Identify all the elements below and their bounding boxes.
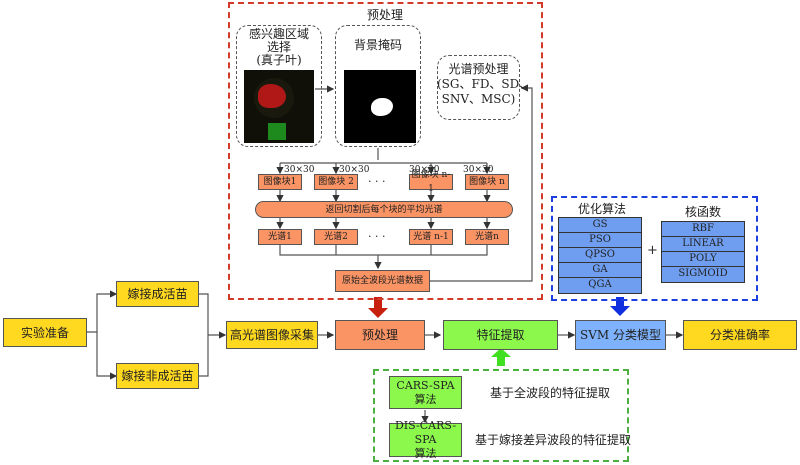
- roi-green-region: [268, 123, 286, 140]
- algorithm-cell: PSO: [559, 233, 641, 248]
- background-mask-box: [335, 25, 421, 147]
- background-mask-label: 背景掩码: [353, 38, 402, 52]
- kernel-functions-table: RBF LINEAR POLY SIGMOID: [661, 221, 745, 283]
- grafted-not-survived-box: 嫁接非成活苗: [116, 363, 199, 389]
- dis-cars-spa-line2: 算法: [414, 447, 437, 460]
- optimization-algorithms-table: GS PSO QPSO GA QGA: [558, 217, 642, 294]
- plus-sign: +: [647, 243, 658, 258]
- algorithm-cell: GA: [559, 263, 641, 278]
- algorithm-cell: GS: [559, 218, 641, 233]
- connector-spectra-bus: [279, 245, 488, 256]
- ellipsis: · · ·: [368, 175, 386, 188]
- experiment-prep-box: 实验准备: [3, 318, 87, 347]
- optimization-title: 优化算法: [577, 202, 626, 216]
- block-size-label: 30×30: [409, 165, 440, 175]
- hyperspectral-acquisition-box: 高光谱图像采集: [226, 321, 318, 349]
- roi-line1: 感兴趣区域: [248, 27, 309, 41]
- preprocessing-panel-title: 预处理: [366, 8, 403, 22]
- grafted-survived-box: 嫁接成活苗: [116, 281, 199, 307]
- image-block: 图像块 2: [314, 174, 358, 190]
- spectral-preprocessing-label: 光谱预处理 (SG、FD、SD、 SNV、MSC): [437, 62, 532, 107]
- mask-image: [344, 70, 416, 143]
- spectral-preprocessing-box: [437, 55, 520, 120]
- kernel-cell: SIGMOID: [662, 267, 744, 282]
- red-arrow-down-icon: [368, 297, 388, 318]
- svm-parameter-panel: [551, 196, 758, 301]
- spectrum-block: 光谱2: [314, 229, 358, 245]
- algorithm-cell: QPSO: [559, 248, 641, 263]
- feature-extraction-box: 特征提取: [443, 320, 558, 350]
- spectral-pre-line1: 光谱预处理: [448, 62, 509, 76]
- cars-spa-box: CARS-SPA 算法: [389, 376, 462, 409]
- blue-arrow-down-icon: [610, 297, 630, 316]
- preprocessing-panel: [228, 2, 543, 300]
- kernel-cell: RBF: [662, 222, 744, 237]
- image-block: 图像块1: [258, 174, 302, 190]
- feature-extraction-panel: [373, 369, 629, 462]
- preprocessing-box: 预处理: [335, 320, 425, 350]
- arrow-prep-to-notsurvived: [96, 332, 118, 380]
- connector-merge: [199, 293, 209, 377]
- image-block: 图像块 n: [465, 174, 509, 190]
- kernel-cell: POLY: [662, 252, 744, 267]
- spectrum-block: 光谱n: [465, 229, 509, 245]
- raw-spectral-data-box: 原始全波段光谱数据: [335, 270, 430, 292]
- spectrum-block: 光谱1: [258, 229, 302, 245]
- arrow-raw-to-spectral-pre: [430, 84, 533, 282]
- image-block: 图像块 n-1: [409, 170, 453, 194]
- classification-accuracy-box: 分类准确率: [683, 320, 797, 350]
- roi-selection-box: [236, 25, 322, 147]
- cars-spa-description: 基于全波段的特征提取: [490, 386, 611, 400]
- roi-red-region: [258, 84, 286, 108]
- arrow-prep-to-survived: [87, 290, 118, 333]
- mask-white-region: [371, 98, 393, 116]
- roi-line3: (真子叶): [256, 53, 302, 67]
- kernel-title: 核函数: [684, 205, 721, 219]
- roi-line2: 选择: [266, 40, 291, 54]
- dis-cars-spa-description: 基于嫁接差异波段的特征提取: [475, 433, 632, 447]
- dis-cars-spa-box: DIS-CARS-SPA 算法: [389, 419, 462, 460]
- algorithm-cell: QGA: [559, 278, 641, 293]
- block-size-label: 30×30: [284, 165, 315, 175]
- leaf-roi-image: [244, 70, 314, 143]
- spectral-pre-line3: SNV、MSC): [441, 92, 516, 106]
- block-size-label: 30×30: [339, 165, 370, 175]
- green-arrow-up-icon: [491, 348, 511, 366]
- block-size-label: 30×30: [463, 165, 494, 175]
- spectral-pre-line2: (SG、FD、SD、: [437, 77, 532, 91]
- spectrum-block: 光谱 n-1: [409, 229, 453, 245]
- ellipsis: · · ·: [368, 230, 386, 243]
- dis-cars-spa-line1: DIS-CARS-SPA: [394, 419, 457, 446]
- average-spectrum-bar: 返回切割后每个块的平均光谱: [255, 201, 513, 218]
- svm-model-box: SVM 分类模型: [575, 320, 666, 350]
- roi-selection-label: 感兴趣区域 选择 (真子叶): [236, 28, 322, 67]
- kernel-cell: LINEAR: [662, 237, 744, 252]
